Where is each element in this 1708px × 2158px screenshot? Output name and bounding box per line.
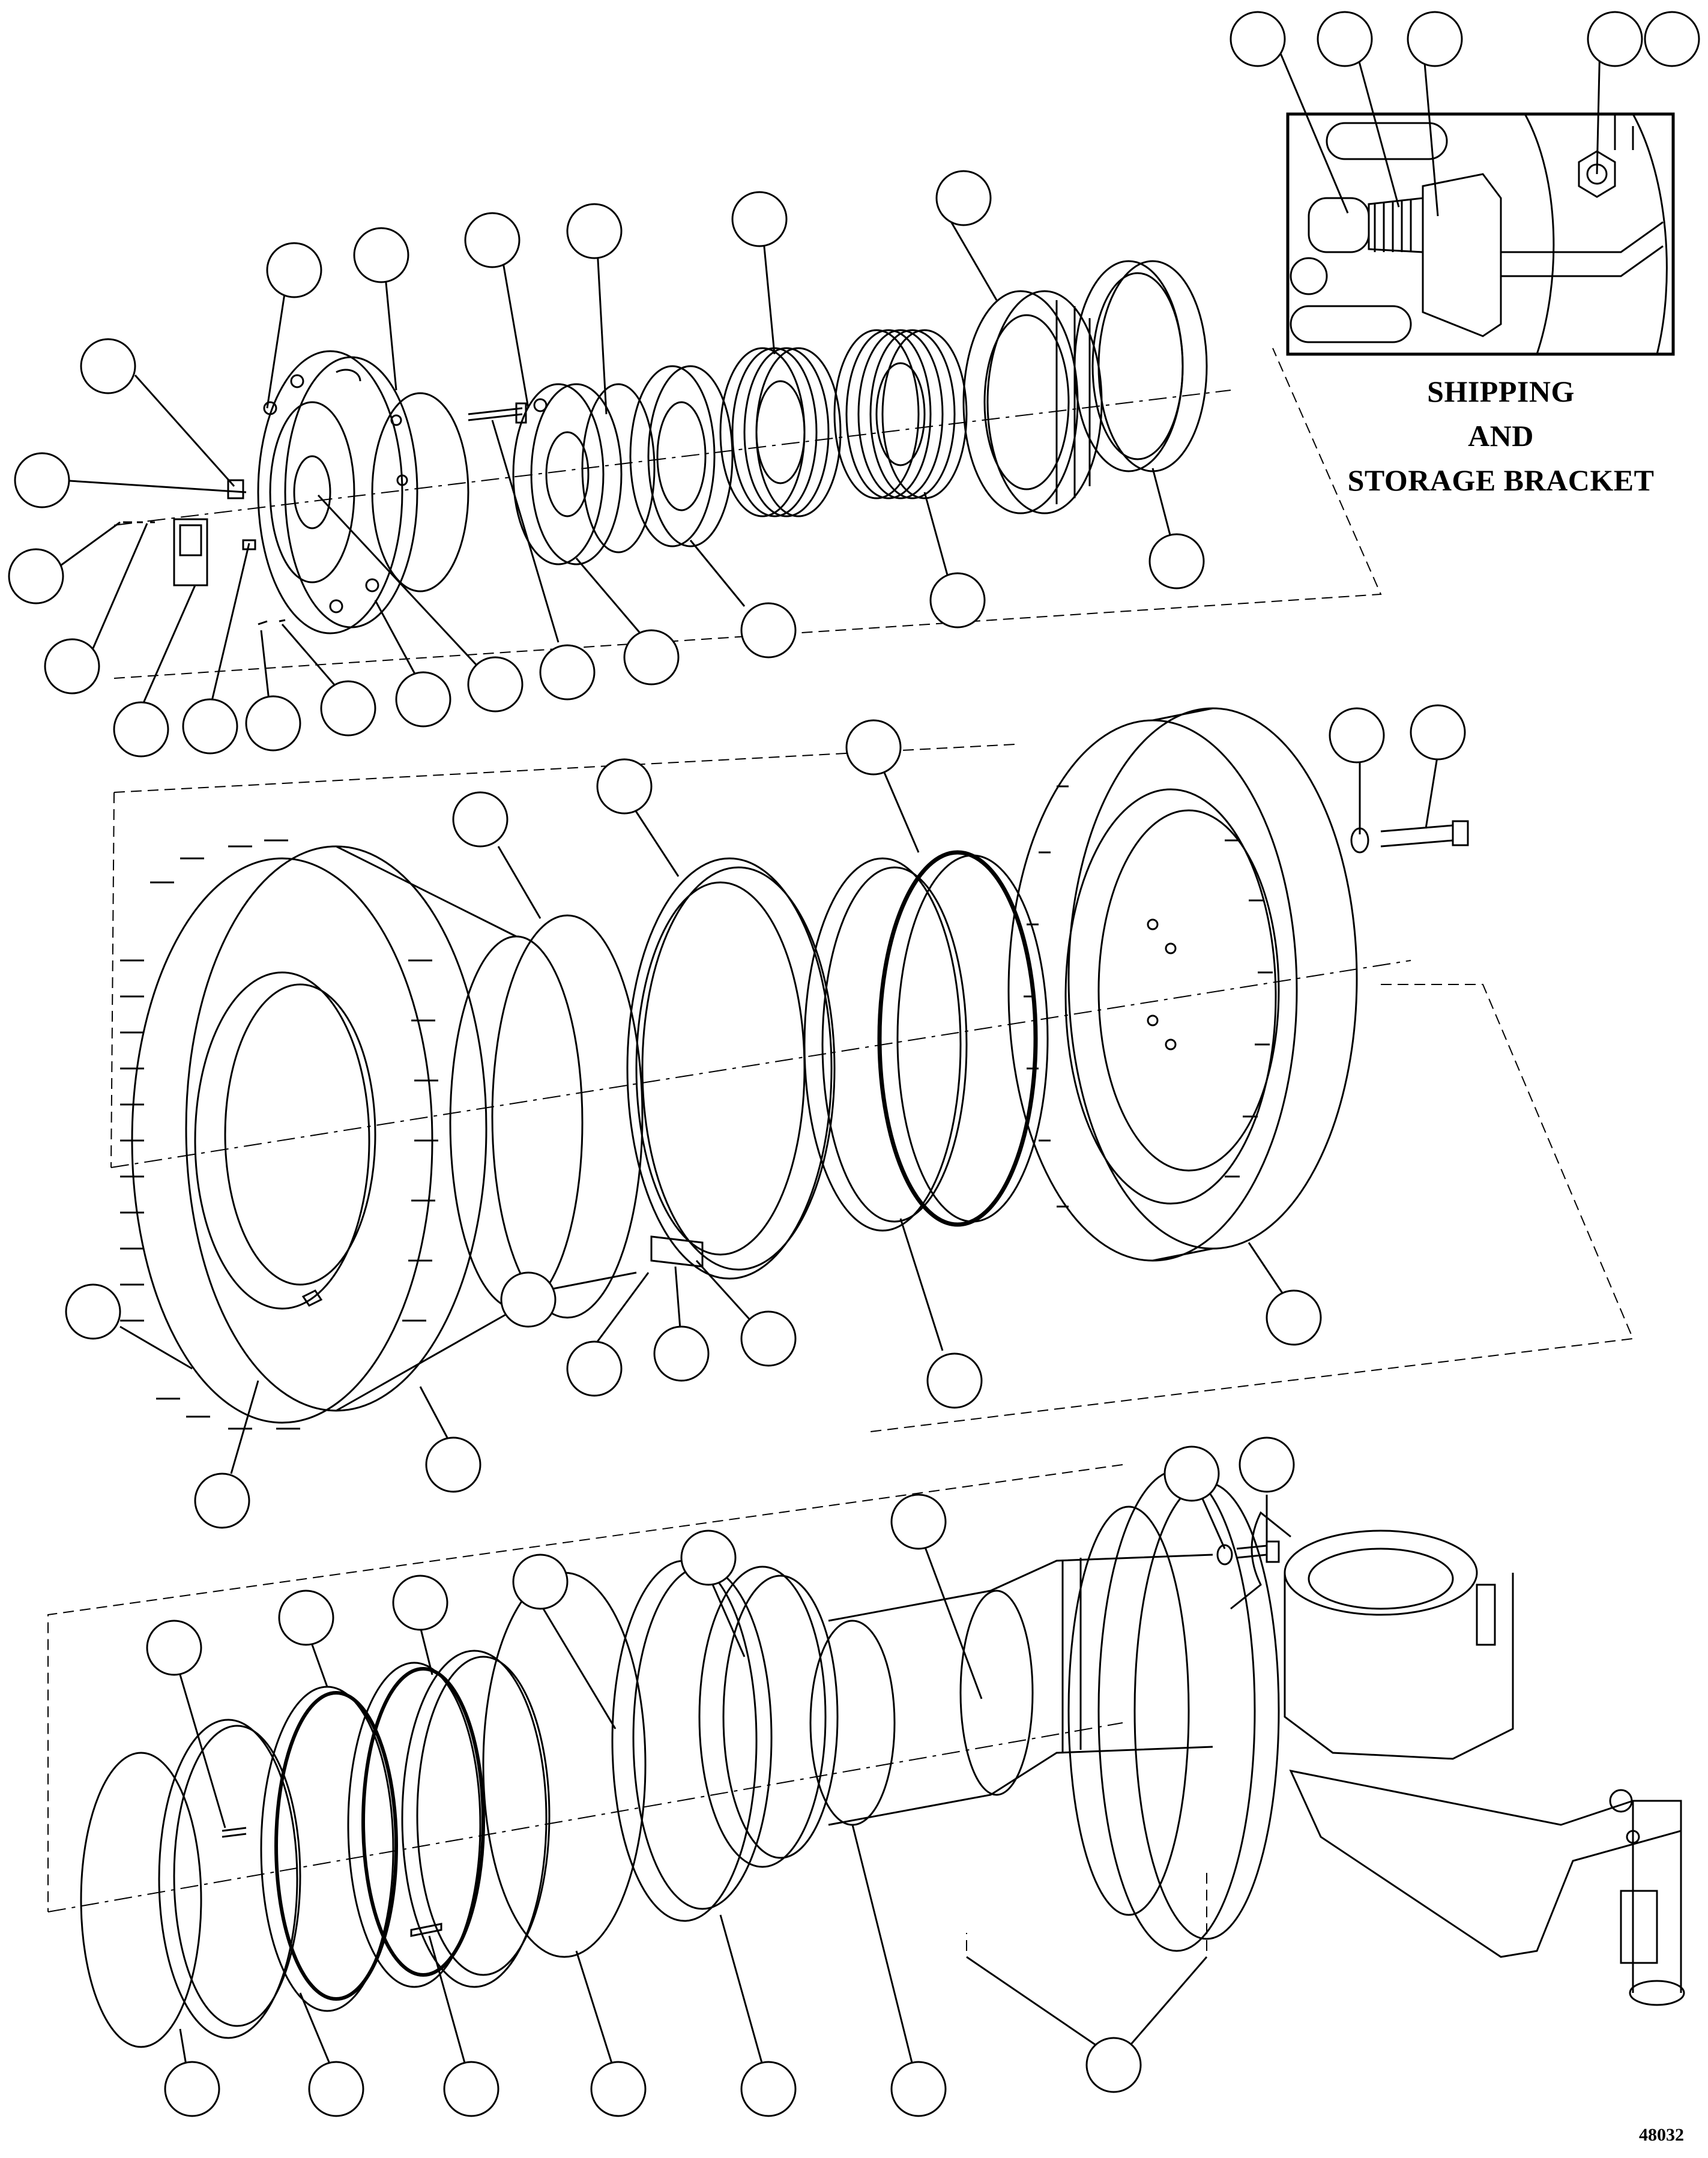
callout-balloon — [81, 339, 135, 393]
middle-row-assembly — [111, 708, 1633, 1432]
callout-balloon — [1267, 1291, 1321, 1345]
callout-balloon — [732, 192, 786, 246]
inset-callouts — [1231, 12, 1699, 216]
callout-balloon — [45, 639, 99, 693]
callout-balloon — [309, 2062, 363, 2116]
callout-balloon — [15, 453, 69, 507]
callout-balloon — [147, 1621, 201, 1675]
ring-gear — [627, 858, 831, 1279]
callout-balloon — [567, 1342, 621, 1396]
callout-balloon — [183, 699, 237, 753]
callout-balloon — [567, 204, 621, 258]
planetary-carrier — [1009, 708, 1357, 1261]
bottom-row-assembly — [48, 1465, 1684, 2047]
callout-balloon — [1231, 12, 1285, 66]
callout-balloon — [195, 1474, 249, 1528]
callout-balloon — [681, 1531, 735, 1585]
top-row-assembly — [114, 261, 1381, 678]
callout-balloon — [165, 2062, 219, 2116]
inset-title-line-1: SHIPPING — [1427, 375, 1575, 408]
inset-title-line-2: AND — [1468, 419, 1534, 453]
callout-balloon — [444, 2062, 498, 2116]
callout-balloon — [354, 228, 408, 282]
callout-balloon — [741, 1312, 795, 1366]
callout-balloon — [1165, 1447, 1219, 1501]
callout-balloon — [453, 792, 507, 846]
callout-balloon — [937, 171, 991, 225]
seal-disc — [372, 393, 468, 591]
callout-balloon — [501, 1273, 555, 1327]
spindle — [810, 1471, 1279, 1951]
callout-balloon — [66, 1285, 120, 1339]
middle-row-callouts — [66, 705, 1465, 1528]
callout-balloon — [1588, 12, 1642, 66]
top-row-callouts — [9, 171, 1204, 756]
callout-balloon — [741, 2062, 795, 2116]
callout-balloon — [654, 1327, 708, 1381]
callout-balloon — [114, 702, 168, 756]
callout-balloon — [246, 696, 300, 750]
callout-balloon — [892, 2062, 946, 2116]
callout-balloon — [741, 603, 795, 657]
wheel-hub — [120, 840, 582, 1429]
callout-balloon — [321, 681, 375, 735]
callout-balloon — [465, 213, 519, 267]
callout-balloon — [1645, 12, 1699, 66]
callout-balloon — [1318, 12, 1372, 66]
storage-bracket-inset — [1288, 114, 1673, 354]
callout-balloon — [931, 573, 985, 627]
callout-balloon — [426, 1438, 480, 1492]
callout-balloon — [9, 549, 63, 603]
callout-balloon — [1150, 534, 1204, 588]
callout-balloon — [468, 657, 522, 711]
gasket — [483, 1573, 645, 1957]
callout-balloon — [597, 759, 651, 813]
callout-balloon — [393, 1576, 447, 1630]
callout-balloon — [1087, 2038, 1141, 2092]
callout-balloon — [1330, 708, 1384, 762]
callout-balloon — [396, 672, 450, 726]
callout-balloon — [892, 1495, 946, 1549]
callout-balloon — [279, 1591, 333, 1645]
callout-balloon — [928, 1354, 982, 1408]
callout-balloon — [1408, 12, 1462, 66]
callout-balloon — [591, 2062, 645, 2116]
callout-balloon — [1240, 1438, 1294, 1492]
callout-balloon — [624, 630, 678, 684]
callout-balloon — [1411, 705, 1465, 759]
callout-balloon — [267, 243, 321, 297]
figure-number: 48032 — [1639, 2125, 1684, 2145]
inset-title-line-3: STORAGE BRACKET — [1347, 463, 1655, 497]
end-cover — [258, 351, 417, 633]
callout-balloon — [846, 720, 901, 774]
o-ring — [81, 1753, 201, 2047]
bottom-row-callouts — [147, 1438, 1294, 2116]
axle-housing — [1231, 1513, 1684, 2005]
hub-seal-disc — [492, 915, 642, 1318]
callout-balloon — [540, 645, 594, 699]
callout-balloon — [513, 1555, 567, 1609]
